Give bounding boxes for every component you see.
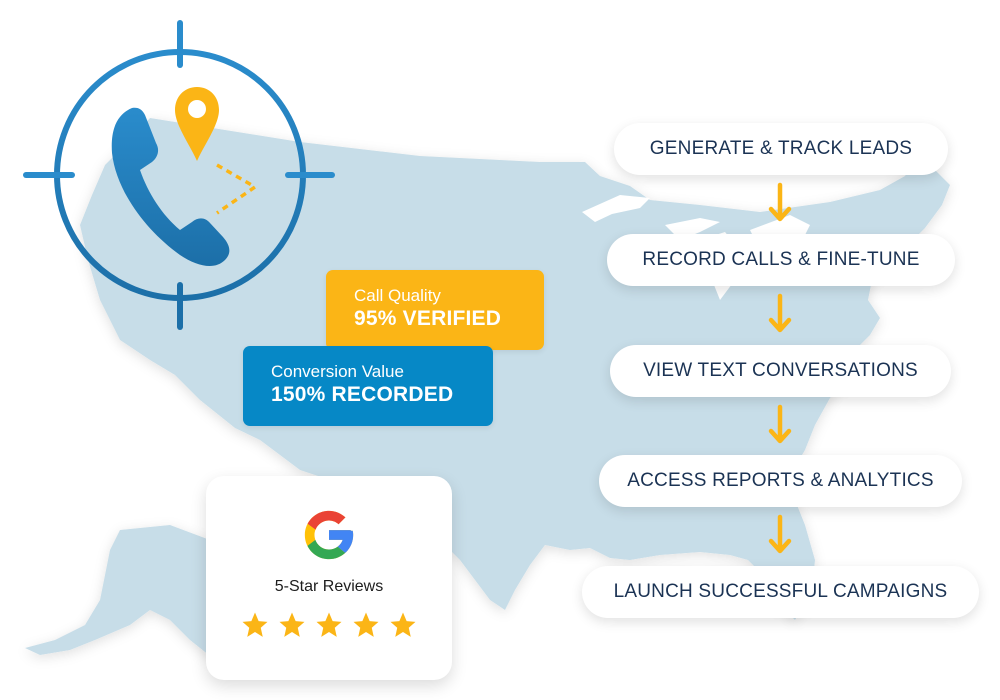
step-generate-track-leads: GENERATE & TRACK LEADS bbox=[614, 123, 948, 175]
metric-label: Conversion Value bbox=[271, 362, 404, 381]
step-label: RECORD CALLS & FINE-TUNE bbox=[642, 249, 920, 270]
step-label: ACCESS REPORTS & ANALYTICS bbox=[627, 470, 934, 491]
metric-value: 150% RECORDED bbox=[271, 383, 454, 406]
phone-handset-icon bbox=[111, 107, 230, 267]
location-pin-icon bbox=[175, 87, 219, 161]
call-quality-badge: Call Quality 95% VERIFIED bbox=[326, 270, 544, 350]
star-icon bbox=[242, 612, 268, 637]
metric-label: Call Quality bbox=[354, 286, 441, 305]
arrow-down-icon bbox=[768, 293, 792, 333]
star-icon bbox=[353, 612, 379, 637]
arrow-down-icon bbox=[768, 404, 792, 444]
step-label: VIEW TEXT CONVERSATIONS bbox=[643, 360, 918, 381]
star-rating bbox=[240, 610, 418, 640]
metric-value: 95% VERIFIED bbox=[354, 307, 502, 330]
star-icon bbox=[390, 612, 416, 637]
step-view-text-conversations: VIEW TEXT CONVERSATIONS bbox=[610, 345, 951, 397]
arrow-down-icon bbox=[768, 182, 792, 222]
star-icon bbox=[316, 612, 342, 637]
google-review-card: 5-Star Reviews bbox=[206, 476, 452, 680]
step-record-calls-fine-tune: RECORD CALLS & FINE-TUNE bbox=[607, 234, 955, 286]
conversion-value-badge: Conversion Value 150% RECORDED bbox=[243, 346, 493, 426]
google-g-logo-icon bbox=[304, 510, 354, 560]
step-launch-successful-campaigns: LAUNCH SUCCESSFUL CAMPAIGNS bbox=[582, 566, 979, 618]
step-label: LAUNCH SUCCESSFUL CAMPAIGNS bbox=[613, 581, 948, 602]
reviews-label: 5-Star Reviews bbox=[274, 578, 384, 595]
step-access-reports-analytics: ACCESS REPORTS & ANALYTICS bbox=[599, 455, 962, 507]
star-icon bbox=[279, 612, 305, 637]
step-label: GENERATE & TRACK LEADS bbox=[649, 138, 913, 159]
arrow-down-icon bbox=[768, 514, 792, 554]
crosshair-target-icon bbox=[23, 20, 335, 330]
